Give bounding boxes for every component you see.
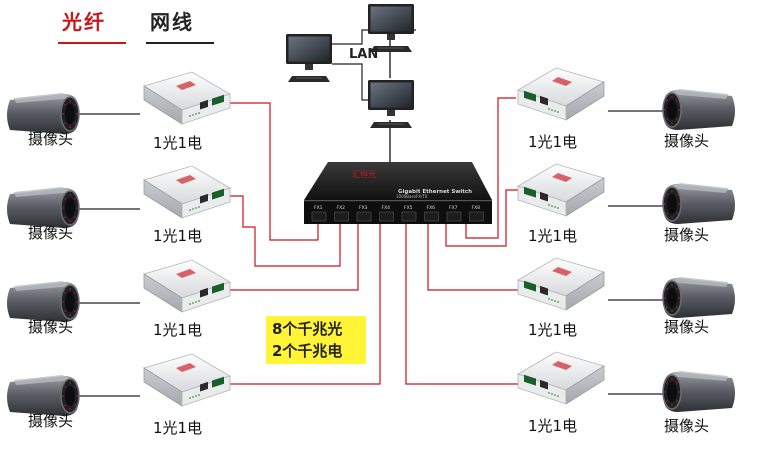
sfp-port	[424, 211, 439, 222]
converter-label: 1光1电	[153, 134, 203, 152]
converter-label: 1光1电	[153, 227, 203, 245]
media-converter-icon	[143, 165, 231, 219]
camera-label: 摄像头	[664, 417, 710, 435]
sfp-port	[356, 211, 372, 222]
fiber-line	[228, 222, 359, 291]
port-label: FX4	[382, 205, 391, 211]
camera-icon	[662, 371, 735, 412]
switch-sub-text: 1000BaseFX/TX	[396, 194, 428, 199]
camera-label: 摄像头	[28, 412, 74, 430]
converter-label: 1光1电	[528, 133, 578, 151]
camera-label: 摄像头	[28, 130, 74, 148]
port-label: FX7	[449, 205, 458, 211]
media-converter-icon	[143, 71, 231, 125]
port-label: FX2	[337, 205, 346, 211]
sfp-port	[446, 211, 462, 222]
port-label: FX6	[427, 205, 436, 211]
media-converter-icon	[143, 353, 231, 407]
converter-label: 1光1电	[528, 227, 578, 245]
camera-label: 摄像头	[28, 224, 74, 242]
port-label: FX1	[314, 205, 323, 211]
converter-label: 1光1电	[153, 321, 203, 339]
lan-cable-line	[332, 63, 368, 101]
camera-label: 摄像头	[28, 318, 74, 336]
fiber-line	[228, 102, 319, 241]
switch-spec-callout: 8个千兆光 2个千兆电	[266, 316, 366, 364]
camera-label: 摄像头	[664, 132, 710, 150]
legend-cable-label: 网线	[150, 10, 194, 34]
fiber-line	[465, 97, 516, 239]
callout-line-1: 8个千兆光	[272, 320, 343, 338]
legend-cable-line	[146, 42, 214, 44]
sfp-port	[401, 211, 417, 222]
sfp-port	[334, 211, 349, 222]
port-label: FX8	[472, 205, 481, 211]
sfp-port	[311, 211, 327, 222]
computer-icon	[368, 80, 414, 128]
computer-icon	[286, 34, 332, 82]
media-converter-icon	[143, 259, 231, 313]
camera-label: 摄像头	[664, 226, 710, 244]
camera-icon	[7, 375, 80, 416]
camera-label: 摄像头	[664, 318, 710, 336]
sfp-port	[469, 211, 484, 222]
camera-icon	[662, 183, 735, 224]
camera-icon	[662, 89, 735, 130]
converter-label: 1光1电	[528, 417, 578, 435]
lan-label: LAN	[349, 47, 379, 62]
port-label: FX5	[404, 205, 413, 211]
camera-icon	[7, 281, 80, 322]
switch-model-text: Gigabit Ethernet Switch	[398, 189, 472, 195]
camera-icon	[7, 93, 80, 134]
legend-fiber-line	[58, 42, 126, 44]
fiber-line	[405, 222, 518, 385]
sfp-port	[379, 211, 394, 222]
converter-label: 1光1电	[153, 419, 203, 437]
media-converter-icon	[517, 351, 605, 405]
computer-icon	[368, 4, 414, 52]
switch-brand-text: 汇恒光	[352, 169, 376, 179]
camera-icon	[662, 277, 735, 318]
media-converter-icon	[517, 163, 605, 217]
legend-fiber-label: 光纤	[62, 10, 106, 34]
media-converter-icon	[517, 67, 605, 121]
fiber-line	[228, 195, 341, 267]
fiber-line	[228, 222, 381, 385]
media-converter-icon	[517, 257, 605, 311]
converter-label: 1光1电	[528, 321, 578, 339]
fiber-line	[427, 222, 518, 291]
callout-line-2: 2个千兆电	[272, 342, 343, 360]
fiber-line	[445, 189, 518, 247]
camera-icon	[7, 187, 80, 228]
port-label: FX3	[359, 205, 368, 211]
